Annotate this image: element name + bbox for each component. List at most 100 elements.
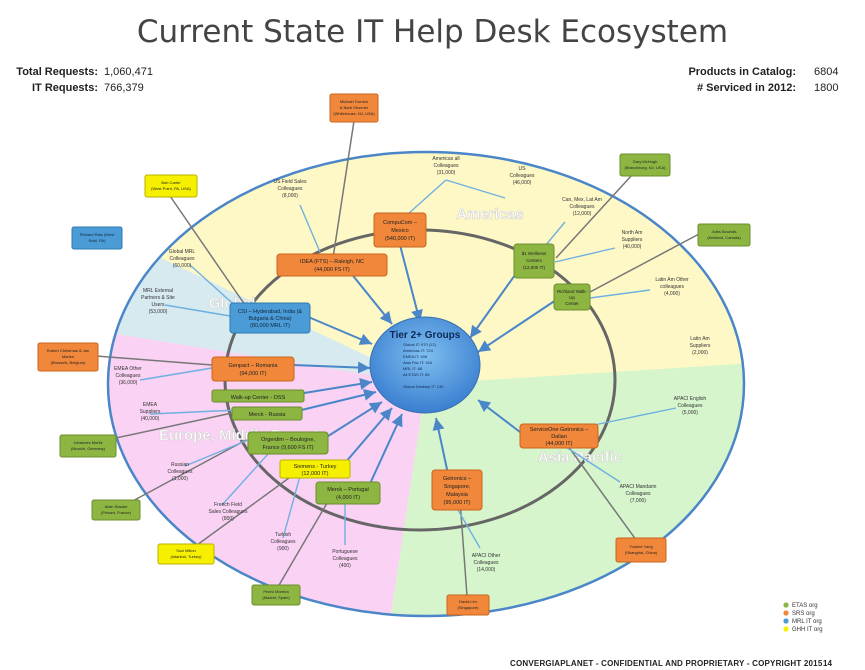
svg-text:Suppliers: Suppliers: [690, 343, 711, 349]
contact-robert[interactable]: Robert Christmas & Jan Marien (Brussels,…: [37, 342, 99, 372]
svg-text:(Whitehouse, NJ, USA): (Whitehouse, NJ, USA): [333, 111, 375, 116]
svg-text:Alain Staube: Alain Staube: [105, 504, 128, 509]
page-number: 14: [823, 659, 832, 668]
svg-text:CompuCom –: CompuCom –: [383, 220, 418, 226]
svg-text:(14,000): (14,000): [477, 567, 496, 573]
svg-text:(Kirkland, Canada): (Kirkland, Canada): [707, 235, 741, 240]
center-richland[interactable]: Richland Walk- Up Center: [553, 283, 591, 311]
svg-text:US Field Sales: US Field Sales: [273, 179, 307, 185]
center-siemens-turkey[interactable]: Siemens - Turkey (12,000 IT): [279, 459, 351, 479]
stat-value: 6804: [814, 66, 839, 78]
contact-suzi[interactable]: Suzi Milton (Istanbul, Turkey): [157, 543, 215, 565]
center-serviceone[interactable]: ServiceOne Getronics – Dalian (44,000 IT…: [519, 423, 599, 449]
svg-text:Bulgaria & China): Bulgaria & China): [248, 316, 291, 322]
svg-text:(46,000): (46,000): [513, 180, 532, 186]
stat-products-catalog: Products in Catalog:6804: [678, 66, 838, 78]
svg-text:Johannes Moritz: Johannes Moritz: [73, 440, 102, 445]
center-compucom[interactable]: CompuCom – Mexico (540,000 IT): [373, 212, 427, 248]
svg-text:Center: Center: [565, 301, 579, 306]
svg-text:Gary McHugh: Gary McHugh: [633, 159, 658, 164]
svg-text:SRS org: SRS org: [792, 611, 815, 617]
contact-alain[interactable]: Alain Staube (Prisant, France): [91, 499, 141, 521]
center-walkup-oss[interactable]: Walk-up Center - OSS: [211, 389, 305, 403]
svg-text:(Istanbul, Turkey): (Istanbul, Turkey): [171, 554, 203, 559]
svg-text:Sales Colleagues: Sales Colleagues: [209, 509, 248, 515]
svg-text:(36,000): (36,000): [119, 380, 138, 386]
svg-text:(Brussels, Belgium): (Brussels, Belgium): [51, 360, 86, 365]
svg-text:(53,000): (53,000): [149, 309, 168, 315]
svg-text:(60,000): (60,000): [173, 263, 192, 269]
svg-text:Suppliers: Suppliers: [140, 409, 161, 415]
svg-text:Walk-up Center - OSS: Walk-up Center - OSS: [231, 395, 286, 401]
region-label-apac: Asia Pacific: [538, 449, 622, 466]
svg-text:APACI English: APACI English: [674, 396, 707, 402]
contact-johannes[interactable]: Johannes Moritz (Munich, Germany): [59, 434, 117, 458]
center-getronics[interactable]: Getronics – Singapore, Malaysia (95,000 …: [431, 469, 483, 511]
svg-text:(94,000 IT): (94,000 IT): [240, 371, 267, 377]
stat-value: 1800: [814, 82, 839, 94]
svg-text:(4,000): (4,000): [664, 291, 680, 297]
svg-text:Colleagues: Colleagues: [277, 186, 303, 192]
center-wellness[interactable]: $1 Wellness Centers (12,000 IT): [513, 243, 555, 279]
center-orgerdim[interactable]: Orgerdim – Boulogne, France (9,600 FS IT…: [247, 431, 329, 455]
svg-text:Russian: Russian: [171, 462, 189, 468]
svg-text:IDEA (FTS) – Raleigh, NC: IDEA (FTS) – Raleigh, NC: [300, 259, 364, 265]
center-genpact[interactable]: Genpact – Romania (94,000 IT): [211, 356, 295, 382]
stat-total-requests: Total Requests:1,060,471: [14, 66, 153, 78]
contact-boxes: Michael Gordon & Barb Shoener (Whitehous…: [37, 93, 751, 616]
svg-text:Turkish: Turkish: [275, 532, 291, 538]
svg-text:(Madrid, Spain): (Madrid, Spain): [262, 595, 290, 600]
contact-michael[interactable]: Michael Gordon & Barb Shoener (Whitehous…: [329, 93, 379, 123]
stat-label: # Serviced in 2012:: [696, 82, 796, 94]
stat-it-requests: IT Requests: 766,379: [14, 82, 144, 94]
svg-text:(8,000): (8,000): [282, 193, 298, 199]
svg-text:(Munich, Germany): (Munich, Germany): [71, 446, 106, 451]
center-csi[interactable]: CSI – Hyderabad, India (& Bulgaria & Chi…: [229, 302, 311, 334]
svg-text:Suzi Milton: Suzi Milton: [176, 548, 196, 553]
contact-gary[interactable]: Gary McHugh (Branchburg, NJ, USA): [619, 153, 671, 177]
contact-david[interactable]: David Lim (Singapore): [446, 594, 490, 616]
svg-text:North Am: North Am: [622, 230, 643, 236]
svg-text:Global IT: 970 (12): Global IT: 970 (12): [403, 342, 437, 347]
center-idea[interactable]: IDEA (FTS) – Raleigh, NC (44,000 FS IT): [276, 253, 388, 277]
legend-dot-ghh: [783, 626, 789, 632]
svg-text:Siemens - Turkey: Siemens - Turkey: [294, 464, 337, 470]
stat-serviced-2012: # Serviced in 2012: 1800: [678, 82, 839, 94]
svg-text:EMEA: EMEA: [143, 402, 158, 408]
contact-bob[interactable]: Bob Carter (West Point, PA, USA): [144, 174, 198, 198]
contact-richard[interactable]: Richard Rais (West Rahi, PA): [71, 226, 123, 250]
contact-pedro[interactable]: Pedro Moreira (Madrid, Spain): [251, 584, 301, 606]
people-connectors: [87, 120, 700, 597]
contact-jules[interactable]: Jules Bouridis (Kirkland, Canada): [697, 223, 751, 247]
center-merck-russia[interactable]: Merck - Russia: [231, 406, 303, 421]
svg-text:Asia Pac IT: 164: Asia Pac IT: 164: [403, 360, 433, 365]
center-merck-portugal[interactable]: Merck – Portugal (4,000 IT): [315, 481, 381, 505]
svg-text:Partners & Site: Partners & Site: [141, 295, 175, 301]
svg-text:EMEA IT: 408: EMEA IT: 408: [403, 354, 428, 359]
svg-text:(Shanghai, China): (Shanghai, China): [625, 550, 658, 555]
svg-text:(4,000 IT): (4,000 IT): [336, 495, 360, 501]
svg-text:Mexico: Mexico: [391, 228, 408, 234]
svg-text:Users: Users: [151, 302, 165, 308]
svg-text:Up: Up: [569, 295, 575, 300]
stat-value: 766,379: [104, 82, 144, 94]
svg-text:Americas IT: 724: Americas IT: 724: [403, 348, 434, 353]
svg-text:French Field: French Field: [214, 502, 242, 508]
svg-text:Yvonne Yang: Yvonne Yang: [629, 544, 652, 549]
tier2-hub[interactable]: Tier 2+ Groups Global IT: 970 (12) Ameri…: [369, 316, 481, 414]
svg-text:ServiceOne Getronics –: ServiceOne Getronics –: [530, 427, 589, 433]
svg-text:Richard Rais (West: Richard Rais (West: [80, 232, 115, 237]
svg-text:(5,000): (5,000): [682, 410, 698, 416]
contact-yvonne[interactable]: Yvonne Yang (Shanghai, China): [615, 537, 667, 563]
stat-label: IT Requests:: [31, 82, 98, 94]
svg-text:& Barb Shoener: & Barb Shoener: [340, 105, 369, 110]
